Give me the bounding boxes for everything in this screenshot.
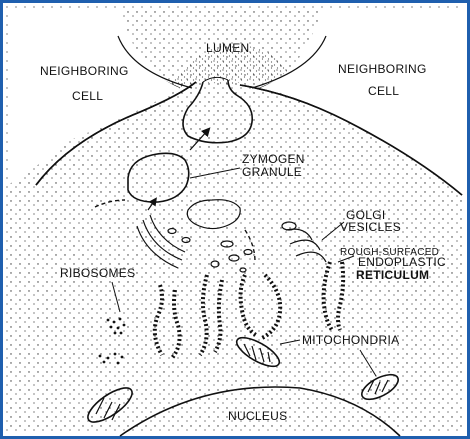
- label-mitochondria: MITOCHONDRIA: [302, 333, 399, 347]
- label-ribosomes: RIBOSOMES: [60, 266, 135, 280]
- label-endoplastic: ENDOPLASTIC: [358, 255, 446, 269]
- label-granule: GRANULE: [242, 165, 302, 179]
- label-neighboring-right: NEIGHBORING: [338, 62, 427, 76]
- label-cell-right: CELL: [368, 84, 399, 98]
- label-vesicles: VESICLES: [340, 220, 401, 234]
- label-lumen: LUMEN: [206, 41, 250, 55]
- label-neighboring-left: NEIGHBORING: [40, 64, 129, 78]
- label-cell-left: CELL: [72, 89, 103, 103]
- label-nucleus: NUCLEUS: [228, 409, 287, 423]
- label-reticulum: RETICULUM: [356, 268, 429, 282]
- label-zymogen: ZYMOGEN: [242, 152, 305, 166]
